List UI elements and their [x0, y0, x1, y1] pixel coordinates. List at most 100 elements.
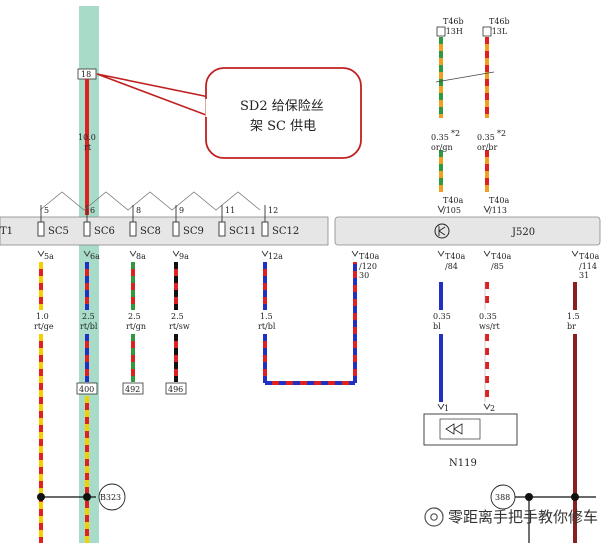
wire-color: or/gn [431, 143, 453, 152]
conn-name: T40a [359, 252, 380, 261]
conn-name: T40a [579, 252, 600, 261]
wire-color: rt/bl [80, 322, 98, 331]
n119-inner [439, 418, 481, 440]
fuse-rail [0, 216, 329, 246]
wire-size: 0.35 [479, 312, 497, 321]
conn-pin: /84 [445, 262, 458, 271]
fuse-symbol [37, 221, 45, 237]
wire-size: 2.5 [171, 312, 184, 321]
fuse-symbol [83, 221, 91, 237]
conn-pin: /120 [359, 262, 377, 271]
sc12-route-wire [263, 262, 357, 385]
ground-left-badge [98, 483, 126, 511]
dest-pin: 1 [444, 404, 449, 413]
conn-extra: 30 [359, 271, 369, 280]
fuse-pin-bottom: 9a [179, 252, 189, 261]
dest-pin: 2 [490, 404, 495, 413]
wire-color: rt/bl [258, 322, 276, 331]
wire-size: 0.35 [433, 312, 451, 321]
transistor-symbol [434, 223, 450, 239]
pin-arrow [437, 205, 445, 214]
dest-box [76, 382, 98, 395]
fuse-pin-top: 5 [44, 206, 49, 215]
dest-label: 492 [125, 385, 140, 394]
fuse-symbol [129, 221, 137, 237]
fuse-pin-top: 12 [268, 206, 278, 215]
fuse-pin-bottom: 5a [44, 252, 54, 261]
conn-box [436, 26, 446, 37]
conn-name: T40a [489, 196, 510, 205]
module-rail [334, 216, 601, 246]
conn-name: T40a [443, 196, 464, 205]
fuse-label: SC6 [94, 226, 115, 237]
wire-color: rt/gn [126, 322, 146, 331]
fuse-symbol [218, 221, 226, 237]
dest-box [165, 382, 187, 395]
wire-note: *2 [451, 129, 460, 138]
pin-arrow [437, 250, 445, 257]
fuse-symbol [261, 221, 269, 237]
conn-pin: /13L [489, 27, 508, 36]
callout-line1: SD2 给保险丝 [240, 99, 324, 114]
wire-color: rt/ge [34, 322, 54, 331]
feed-wire-color: rt [84, 143, 92, 152]
fuse-group: 5SC55a1.0rt/ge6SC66a2.5rt/bl4008SC88a2.5… [34, 205, 299, 395]
fuse-pin-top: 9 [179, 206, 184, 215]
conn-pin: /113 [489, 206, 507, 215]
top-connector-group: T46b/13H0.35*2or/gnT40a/105T46b/13L0.35*… [431, 17, 510, 215]
conn-pin: /105 [443, 206, 461, 215]
ground-right-label: 388 [495, 493, 510, 502]
fuse-pin-top: 6 [90, 206, 95, 215]
fuse-pin-bottom: 12a [268, 252, 283, 261]
pin-arrow [83, 250, 91, 257]
dest-label: 400 [79, 385, 94, 394]
fuse-label: SC8 [140, 226, 161, 237]
pin-arrow [129, 250, 137, 257]
ground-left-label: B323 [100, 493, 121, 502]
pin-arrow [172, 250, 180, 257]
pin-arrow [437, 403, 445, 410]
conn-pin: /13H [443, 27, 463, 36]
callout-pointer [96, 73, 215, 120]
wire-color: ws/rt [479, 322, 500, 331]
pin-arrow [483, 250, 491, 257]
fuse-label: SC11 [229, 226, 256, 237]
wire-note: *2 [497, 129, 506, 138]
wire-color: bl [433, 322, 441, 331]
fuse-symbol [172, 221, 180, 237]
wire-size: 1.5 [567, 312, 580, 321]
conn-pin: /85 [491, 262, 504, 271]
pin-arrow [351, 250, 359, 257]
fuse-label: SC5 [48, 226, 69, 237]
fuse-label: SC12 [272, 226, 299, 237]
conn-extra: 31 [579, 271, 589, 280]
dest-box [122, 382, 144, 395]
conn-name: T40a [491, 252, 512, 261]
conn-box [482, 26, 492, 37]
fuse-pin-bottom: 8a [136, 252, 146, 261]
wire-color: or/br [477, 143, 497, 152]
wire-size: 0.35 [477, 133, 495, 142]
conn-pin: /114 [579, 262, 597, 271]
pin-arrow [37, 250, 45, 257]
wire-size: 0.35 [431, 133, 449, 142]
conn-name: T40a [445, 252, 466, 261]
fuse-bus-arcs [39, 191, 261, 211]
wire-size: 2.5 [128, 312, 141, 321]
fuse-wire-group [39, 262, 267, 543]
watermark: 零距离手把手教你修车 [424, 506, 598, 527]
fuse-label: SC9 [183, 226, 204, 237]
pin-arrow [571, 250, 579, 257]
fuse-pin-top: 11 [225, 206, 235, 215]
top-connector-pin: 18 [81, 70, 91, 79]
wire-color: br [567, 322, 576, 331]
conn-name: T46b [489, 17, 510, 26]
callout-line2: 架 SC 供电 [250, 119, 316, 134]
pin-arrow [483, 205, 491, 214]
rail-left-label: T1 [0, 226, 13, 237]
pin-arrow [261, 250, 269, 257]
module-label: J520 [511, 227, 535, 238]
n119-label: N119 [449, 458, 477, 469]
feed-wire-size: 10.0 [78, 133, 96, 142]
